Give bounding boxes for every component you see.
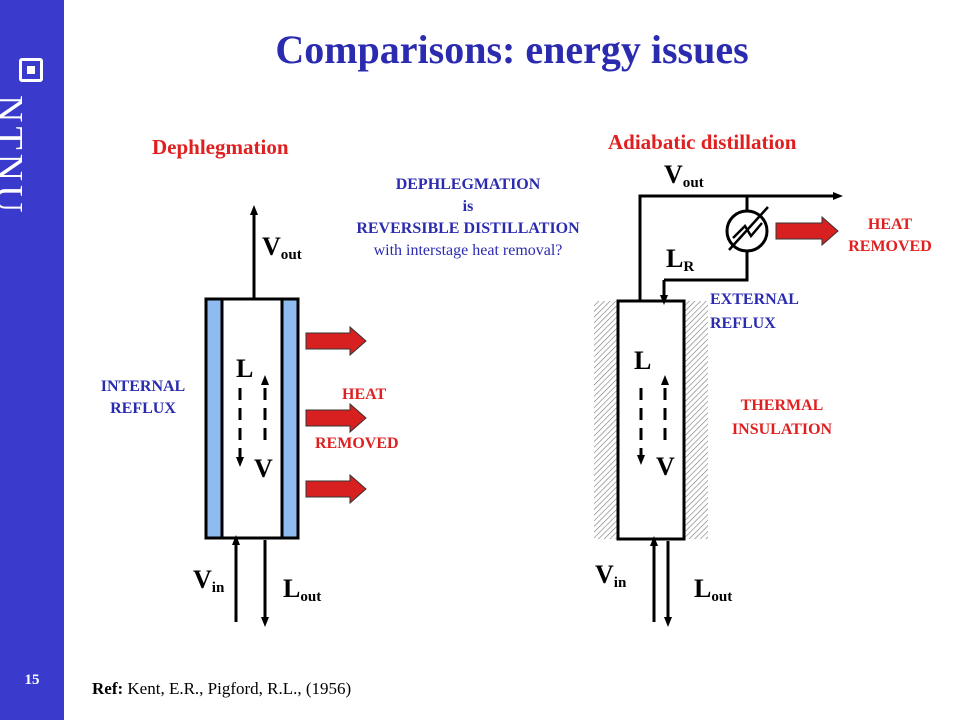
external-reflux-label: EXTERNAL REFLUX — [710, 291, 799, 332]
thermal-insulation-label: THERMAL INSULATION — [731, 397, 833, 438]
overhead-vapour-line — [638, 194, 752, 301]
adiabatic-vin-label: Vin — [595, 560, 627, 591]
condenser-heat-arrow — [775, 215, 839, 247]
dephleg-v-label: V — [254, 454, 273, 483]
adiabatic-vout-label: Vout — [664, 160, 704, 191]
reference: Ref: Kent, E.R., Pigford, R.L., (1956) — [92, 679, 352, 698]
cooling-jacket-right — [280, 297, 300, 540]
heat-removed-arrow-2 — [305, 402, 367, 434]
center-note: DEPHLEGMATION is REVERSIBLE DISTILLATION… — [356, 176, 580, 259]
slide-title: Comparisons: energy issues — [275, 27, 749, 72]
dephleg-lout-label: Lout — [283, 574, 322, 605]
heat-label: HEAT — [342, 386, 387, 403]
dephlegmator-body — [204, 297, 300, 540]
dephlegmation-heading: Dephlegmation — [152, 135, 289, 159]
removed-label: REMOVED — [315, 435, 399, 452]
cooling-jacket-left — [204, 297, 224, 540]
dephleg-vout-label: Vout — [262, 232, 302, 263]
adiabatic-l-label: L — [634, 346, 652, 375]
dephlegmator-column — [204, 297, 300, 540]
sidebar: NTNU 15 — [0, 0, 64, 720]
ntnu-logo-icon — [19, 58, 43, 82]
reflux-return-line — [664, 251, 749, 282]
dephleg-l-label: L — [236, 354, 254, 383]
adiabatic-column-body — [616, 299, 686, 541]
adiabatic-heat-removed-label: HEAT REMOVED — [848, 216, 932, 255]
internal-reflux-label: INTERNAL REFLUX — [100, 378, 186, 417]
thermal-insulation — [594, 301, 708, 539]
adiabatic-heading: Adiabatic distillation — [608, 130, 797, 154]
heat-removed-arrow-3 — [305, 473, 367, 505]
dephleg-vin-label: Vin — [193, 565, 225, 596]
page-number: 15 — [24, 672, 40, 688]
adiabatic-v-label: V — [656, 452, 675, 481]
reflux-lr-label: LR — [666, 244, 695, 275]
adiabatic-lout-label: Lout — [694, 574, 733, 605]
heat-removed-arrow-1 — [305, 325, 367, 357]
